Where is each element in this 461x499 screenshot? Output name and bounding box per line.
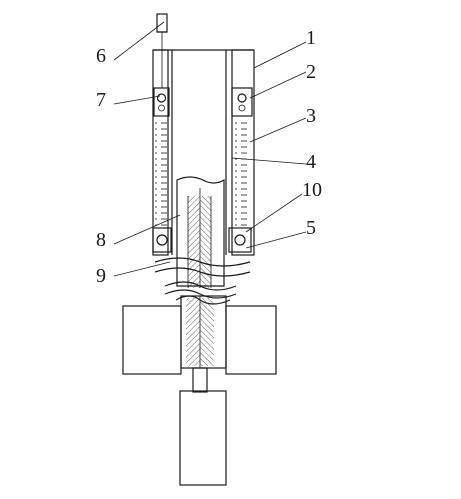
label-6: 6: [96, 45, 106, 67]
label-2: 2: [306, 61, 316, 83]
part-labels: 1 2 3 4 5 6 7 8 9 10: [96, 27, 322, 287]
label-5: 5: [306, 217, 316, 239]
fluid-cavity: [155, 118, 251, 228]
inner-tube: [171, 50, 227, 255]
label-9: 9: [96, 265, 106, 287]
label-7: 7: [96, 89, 106, 111]
leader-lines: [113, 21, 307, 277]
upper-seals: [153, 87, 253, 117]
label-8: 8: [96, 229, 106, 251]
label-1: 1: [306, 27, 316, 49]
rod-neck: [192, 367, 208, 393]
base-block: [122, 295, 277, 375]
lower-shaft: [179, 390, 227, 486]
central-rod: [176, 176, 225, 288]
label-3: 3: [306, 105, 316, 127]
top-pin: [156, 13, 168, 88]
break-lines: [154, 257, 251, 299]
label-4: 4: [306, 151, 316, 173]
lower-seals: [152, 227, 252, 253]
label-10: 10: [302, 179, 322, 201]
